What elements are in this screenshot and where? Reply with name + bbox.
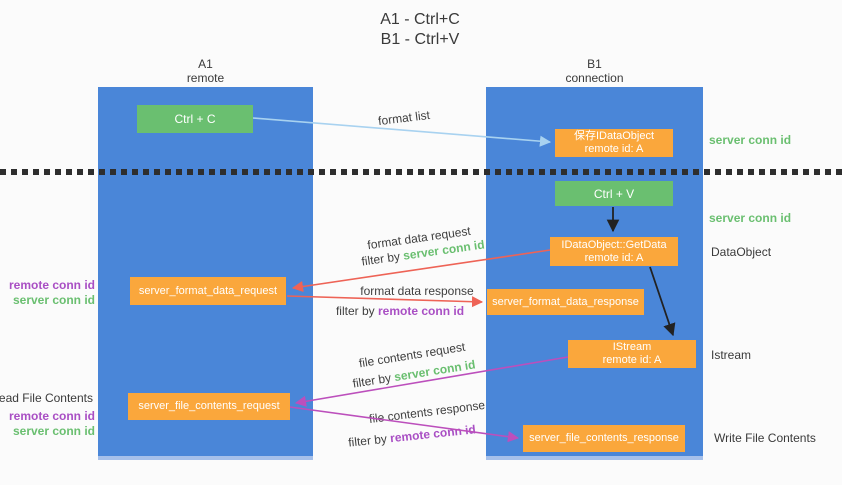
format-response-filter-label: filter by remote conn id — [336, 304, 464, 318]
ctrl-c-box: Ctrl + C — [137, 105, 253, 133]
column-a1-name: A1 — [198, 57, 213, 71]
save-idataobject-box: 保存IDataObject remote id: A — [555, 129, 673, 157]
getdata-line1: IDataObject::GetData — [561, 238, 667, 251]
server-format-data-request-label: server_format_data_request — [138, 284, 278, 297]
format-data-response-flow-label: format data response — [360, 284, 474, 298]
column-a1-role: remote — [186, 71, 225, 85]
save-idataobject-line1: 保存IDataObject — [573, 130, 655, 142]
write-file-contents-label: Write File Contents — [714, 431, 816, 445]
machine-boundary-dotted-divider — [0, 169, 842, 175]
server-conn-id-label-mid: server conn id — [709, 211, 792, 225]
server-format-data-response-box: server_format_data_response — [487, 289, 644, 315]
remote-conn-id-label-top: remote conn id — [8, 278, 95, 292]
server-file-contents-request-label: server_file_contents_request — [138, 400, 280, 412]
server-conn-id-label-left-bottom: server conn id — [12, 424, 95, 438]
file-contents-response-arrow — [289, 406, 520, 443]
file-contents-request-arrow — [294, 356, 569, 407]
ctrl-v-box: Ctrl + V — [555, 181, 673, 206]
dataobject-label: DataObject — [711, 245, 772, 259]
server-conn-id-label-top: server conn id — [709, 133, 792, 147]
server-file-contents-request-box: server_file_contents_request — [128, 393, 290, 420]
save-idataobject-line2: remote id: A — [584, 143, 644, 155]
read-file-contents-label: Read File Contents — [0, 391, 93, 405]
istream-box: IStream remote id: A — [568, 340, 696, 368]
remote-conn-id-label-bottom: remote conn id — [8, 409, 95, 423]
server-format-data-response-label: server_format_data_response — [492, 295, 639, 308]
title-line-1: A1 - Ctrl+C — [380, 11, 460, 28]
server-file-contents-response-label: server_file_contents_response — [529, 432, 679, 444]
title-line-2: B1 - Ctrl+V — [380, 31, 460, 48]
column-b1-name: B1 — [587, 57, 602, 71]
getdata-line2: remote id: A — [584, 251, 644, 264]
istream-line1: IStream — [612, 341, 652, 353]
column-header-a1: A1 remote — [98, 57, 313, 85]
diagram-title: A1 - Ctrl+C B1 - Ctrl+V — [315, 10, 525, 50]
format-list-arrow — [252, 117, 552, 147]
column-header-b1: B1 connection — [486, 57, 703, 85]
column-b1-role: connection — [565, 71, 624, 85]
ctrl-v-label: Ctrl + V — [593, 186, 635, 201]
ctrl-c-label: Ctrl + C — [174, 112, 216, 126]
server-conn-id-label-left-top: server conn id — [12, 293, 95, 307]
format-data-request-arrow — [291, 249, 551, 293]
server-file-contents-response-box: server_file_contents_response — [523, 425, 685, 452]
istream-side-label: Istream — [711, 348, 752, 362]
left-conn-id-labels-bottom: remote conn id server conn id — [9, 409, 95, 439]
remote-conn-id-filter-text: remote conn id — [378, 304, 465, 318]
format-data-response-arrow — [286, 295, 484, 308]
istream-line2: remote id: A — [602, 354, 662, 366]
idataobject-getdata-box: IDataObject::GetData remote id: A — [550, 237, 678, 266]
filter-by-text: filter by — [335, 304, 375, 318]
getdata-to-istream-arrow — [649, 266, 676, 337]
server-format-data-request-box: server_format_data_request — [130, 277, 286, 305]
left-conn-id-labels-top: remote conn id server conn id — [9, 278, 95, 308]
